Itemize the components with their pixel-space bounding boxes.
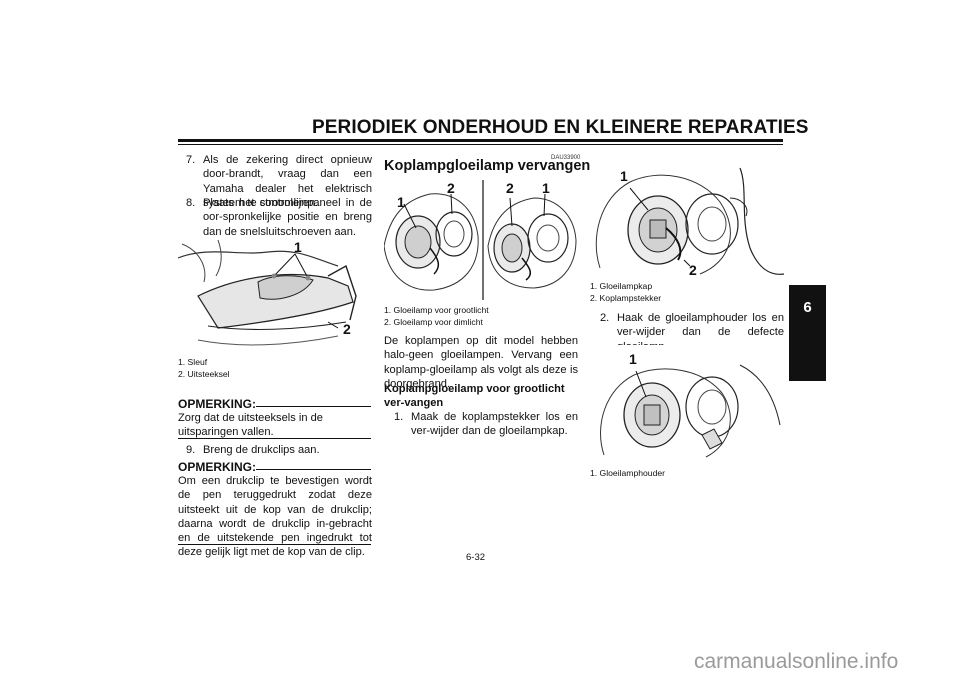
step-number: 8.: [186, 197, 196, 209]
step-7: 7. Als de zekering direct opnieuw door-b…: [186, 153, 372, 209]
figure2-callout-left-1: 1: [397, 194, 405, 210]
intro-paragraph: De koplampen op dit model hebben halo-ge…: [384, 335, 578, 390]
note2-heading: OPMERKING:: [178, 460, 256, 474]
figure-headlight-bulbs: [384, 176, 578, 302]
step-text: Breng de drukclips aan.: [203, 444, 320, 456]
figure4-caption: 1. Gloeilamphouder: [590, 468, 666, 478]
chapter-number: 6: [803, 299, 812, 316]
section-heading: Koplampgloeilamp vervangen: [384, 158, 591, 174]
figure1-callout-1: 1: [294, 239, 302, 255]
chapter-tab: 6: [789, 285, 826, 381]
figure-fairing-clips: [178, 236, 372, 354]
step-number: 1.: [394, 411, 404, 423]
figure-bulb-cover: [590, 158, 784, 278]
step-2: 2. Haak de gloeilamphouder los en ver-wi…: [600, 311, 784, 353]
step-9: 9. Breng de drukclips aan.: [186, 443, 372, 459]
figure3-callout-2: 2: [689, 262, 697, 278]
figure1-caption-2: 2. Uitsteeksel: [178, 369, 230, 379]
note1-heading: OPMERKING:: [178, 397, 256, 411]
step-number: 9.: [186, 444, 196, 456]
figure2-caption-2: 2. Gloeilamp voor dimlicht: [384, 317, 483, 327]
step-text: Plaats het stroomlijnpaneel in de oor-sp…: [203, 197, 372, 238]
note1-text: Zorg dat de uitsteeksels in de uitsparin…: [178, 412, 323, 439]
figure-bulb-holder: [590, 345, 784, 461]
figure2-callout-right-1: 1: [542, 180, 550, 196]
note1-end-rule: [178, 438, 371, 439]
step-text: Maak de koplampstekker los en ver-wijder…: [411, 411, 578, 438]
figure1-caption-1: 1. Sleuf: [178, 357, 208, 367]
header-rule-thick: [178, 139, 783, 142]
figure1-callout-2: 2: [343, 321, 351, 337]
step-number: 2.: [600, 312, 610, 324]
step-1: 1. Maak de koplampstekker los en ver-wij…: [394, 410, 578, 440]
figure2-callout-right-2: 2: [506, 180, 514, 196]
figure3-caption-1: 1. Gloeilampkap: [590, 281, 653, 291]
note2-heading-rule: [256, 469, 371, 470]
page-number: 6-32: [466, 552, 486, 563]
note1-heading-rule: [256, 406, 371, 407]
subheading-high-beam: Koplampgloeilamp voor grootlicht ver-van…: [384, 383, 565, 409]
note2-end-rule: [178, 544, 371, 545]
watermark-text: carmanualsonline.info: [694, 650, 899, 673]
page-header-title: PERIODIEK ONDERHOUD EN KLEINERE REPARATI…: [312, 117, 809, 138]
figure2-caption-1: 1. Gloeilamp voor grootlicht: [384, 305, 489, 315]
figure2-callout-left-2: 2: [447, 180, 455, 196]
header-rule-thin: [178, 144, 783, 145]
step-8: 8. Plaats het stroomlijnpaneel in de oor…: [186, 196, 372, 240]
figure4-callout-1: 1: [629, 351, 637, 367]
doc-code: DAU33900: [551, 155, 581, 161]
figure3-callout-1: 1: [620, 168, 628, 184]
note2-text: Om een drukclip te bevestigen wordt de p…: [178, 475, 372, 559]
figure3-caption-2: 2. Koplampstekker: [590, 293, 662, 303]
step-text: Als de zekering direct opnieuw door-bran…: [203, 154, 372, 209]
step-number: 7.: [186, 154, 196, 166]
